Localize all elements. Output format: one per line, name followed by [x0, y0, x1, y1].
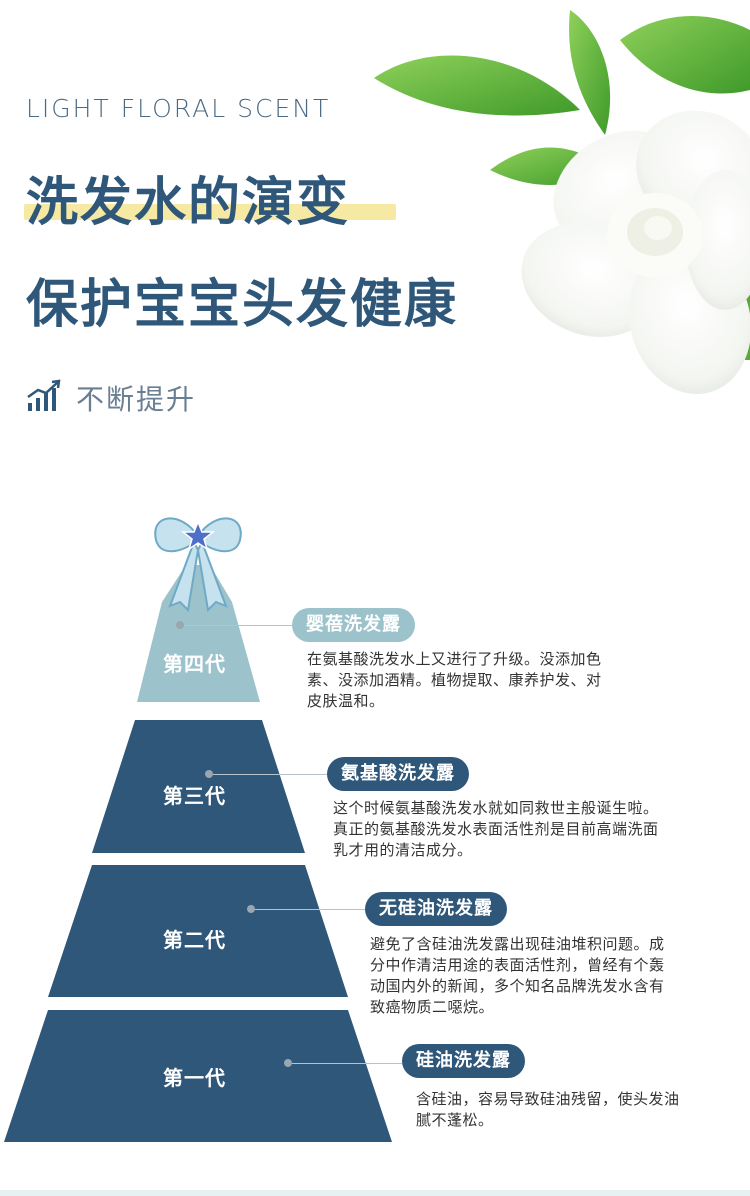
tier-4-description: 在氨基酸洗发水上又进行了升级。没添加色 素、没添加酒精。植物提取、康养护发、对 … — [307, 650, 602, 710]
tier-2: 第二代 无硅油洗发露 避免了含硅油洗发露出现硅油堆积问题。成 分中作清洁用途的表… — [0, 863, 750, 1016]
tier-1-dot — [284, 1059, 292, 1067]
tier-1-product-pill: 硅油洗发露 — [402, 1044, 525, 1078]
tier-3-generation: 第三代 — [163, 784, 226, 808]
tier-2-description: 避免了含硅油洗发露出现硅油堆积问题。成 分中作清洁用途的表面活性剂，曾经有个轰 … — [370, 935, 665, 1016]
tier-2-connector — [255, 909, 365, 910]
tier-1: 第一代 硅油洗发露 含硅油，容易导致硅油残留，使头发油 腻不蓬松。 — [0, 1008, 750, 1148]
tier-3: 第三代 氨基酸洗发露 这个时候氨基酸洗发水就如同救世主般诞生啦。 真正的氨基酸洗… — [0, 718, 750, 859]
tier-1-trapezoid — [4, 1010, 392, 1142]
tier-2-dot — [247, 905, 255, 913]
gardenia-flower-image — [374, 10, 750, 395]
upgrade-label: 不断提升 — [76, 383, 197, 416]
bottom-divider — [0, 1190, 750, 1196]
tier-3-dot — [205, 770, 213, 778]
tier-1-description: 含硅油，容易导致硅油残留，使头发油 腻不蓬松。 — [416, 1090, 680, 1129]
tier-4-product-pill: 婴蓓洗发露 — [292, 608, 415, 642]
tier-3-product-pill: 氨基酸洗发露 — [327, 757, 469, 791]
tier-4-generation: 第四代 — [163, 652, 226, 676]
tier-3-connector — [213, 774, 327, 775]
tier-1-generation: 第一代 — [163, 1066, 226, 1090]
tier-2-product-pill: 无硅油洗发露 — [365, 892, 507, 926]
tier-4: 第四代 婴蓓洗发露 在氨基酸洗发水上又进行了升级。没添加色 素、没添加酒精。植物… — [0, 510, 750, 710]
tier-1-connector — [292, 1063, 402, 1064]
headline-1: 洗发水的演变 — [26, 173, 351, 233]
tier-2-generation: 第二代 — [163, 928, 226, 952]
tier-4-dot — [176, 621, 184, 629]
headline-highlight — [24, 204, 396, 220]
growth-chart-icon — [26, 379, 64, 417]
tier-4-connector — [184, 625, 292, 626]
subtitle: LIGHT FLORAL SCENT — [26, 94, 331, 123]
tier-3-description: 这个时候氨基酸洗发水就如同救世主般诞生啦。 真正的氨基酸洗发水表面活性剂是目前高… — [333, 799, 659, 859]
tier-2-trapezoid — [48, 865, 348, 997]
headline-2: 保护宝宝头发健康 — [26, 275, 459, 335]
tier-3-trapezoid — [92, 720, 305, 853]
upgrade-row: 不断提升 — [26, 378, 196, 418]
